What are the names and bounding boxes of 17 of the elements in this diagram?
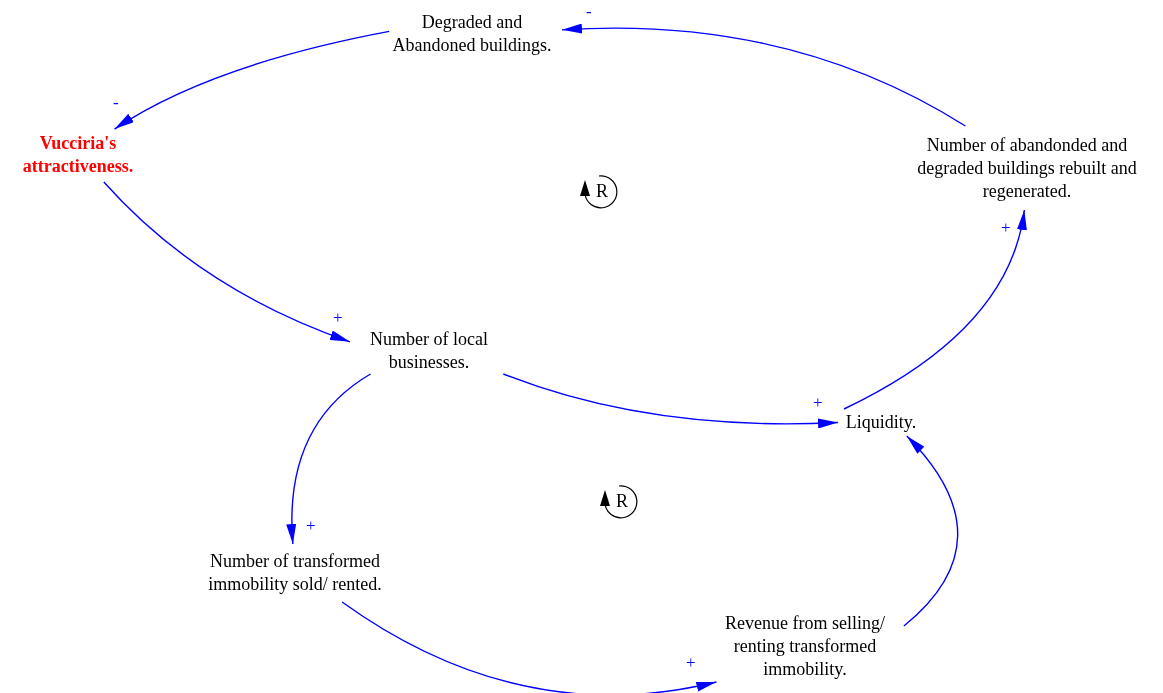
causal-arrow — [561, 24, 967, 127]
causal-arrow — [843, 209, 1026, 410]
variable-label: Vucciria's attractiveness. — [21, 132, 135, 178]
causal-arrow — [286, 373, 372, 545]
variable-label: Number of local businesses. — [369, 328, 489, 374]
causal-arrow — [903, 435, 959, 627]
causal-arrow — [103, 181, 351, 343]
loop-label: R — [616, 491, 628, 512]
causal-arrow — [502, 373, 839, 429]
variable-label: Number of transformed immobility sold/ rented. — [207, 550, 383, 596]
causal-arrow — [113, 30, 390, 130]
variable-label: Degraded and Abandoned buildings. — [391, 11, 553, 57]
variable-label: Liquidity. — [845, 411, 917, 434]
variable-label: Number of abandonded and degraded buildings rebuilt and regenerated. — [916, 133, 1138, 203]
variable-label: Revenue from selling/ renting transformed immobility. — [724, 611, 886, 681]
causal-arrow — [341, 601, 718, 693]
loop-label: R — [596, 181, 608, 202]
